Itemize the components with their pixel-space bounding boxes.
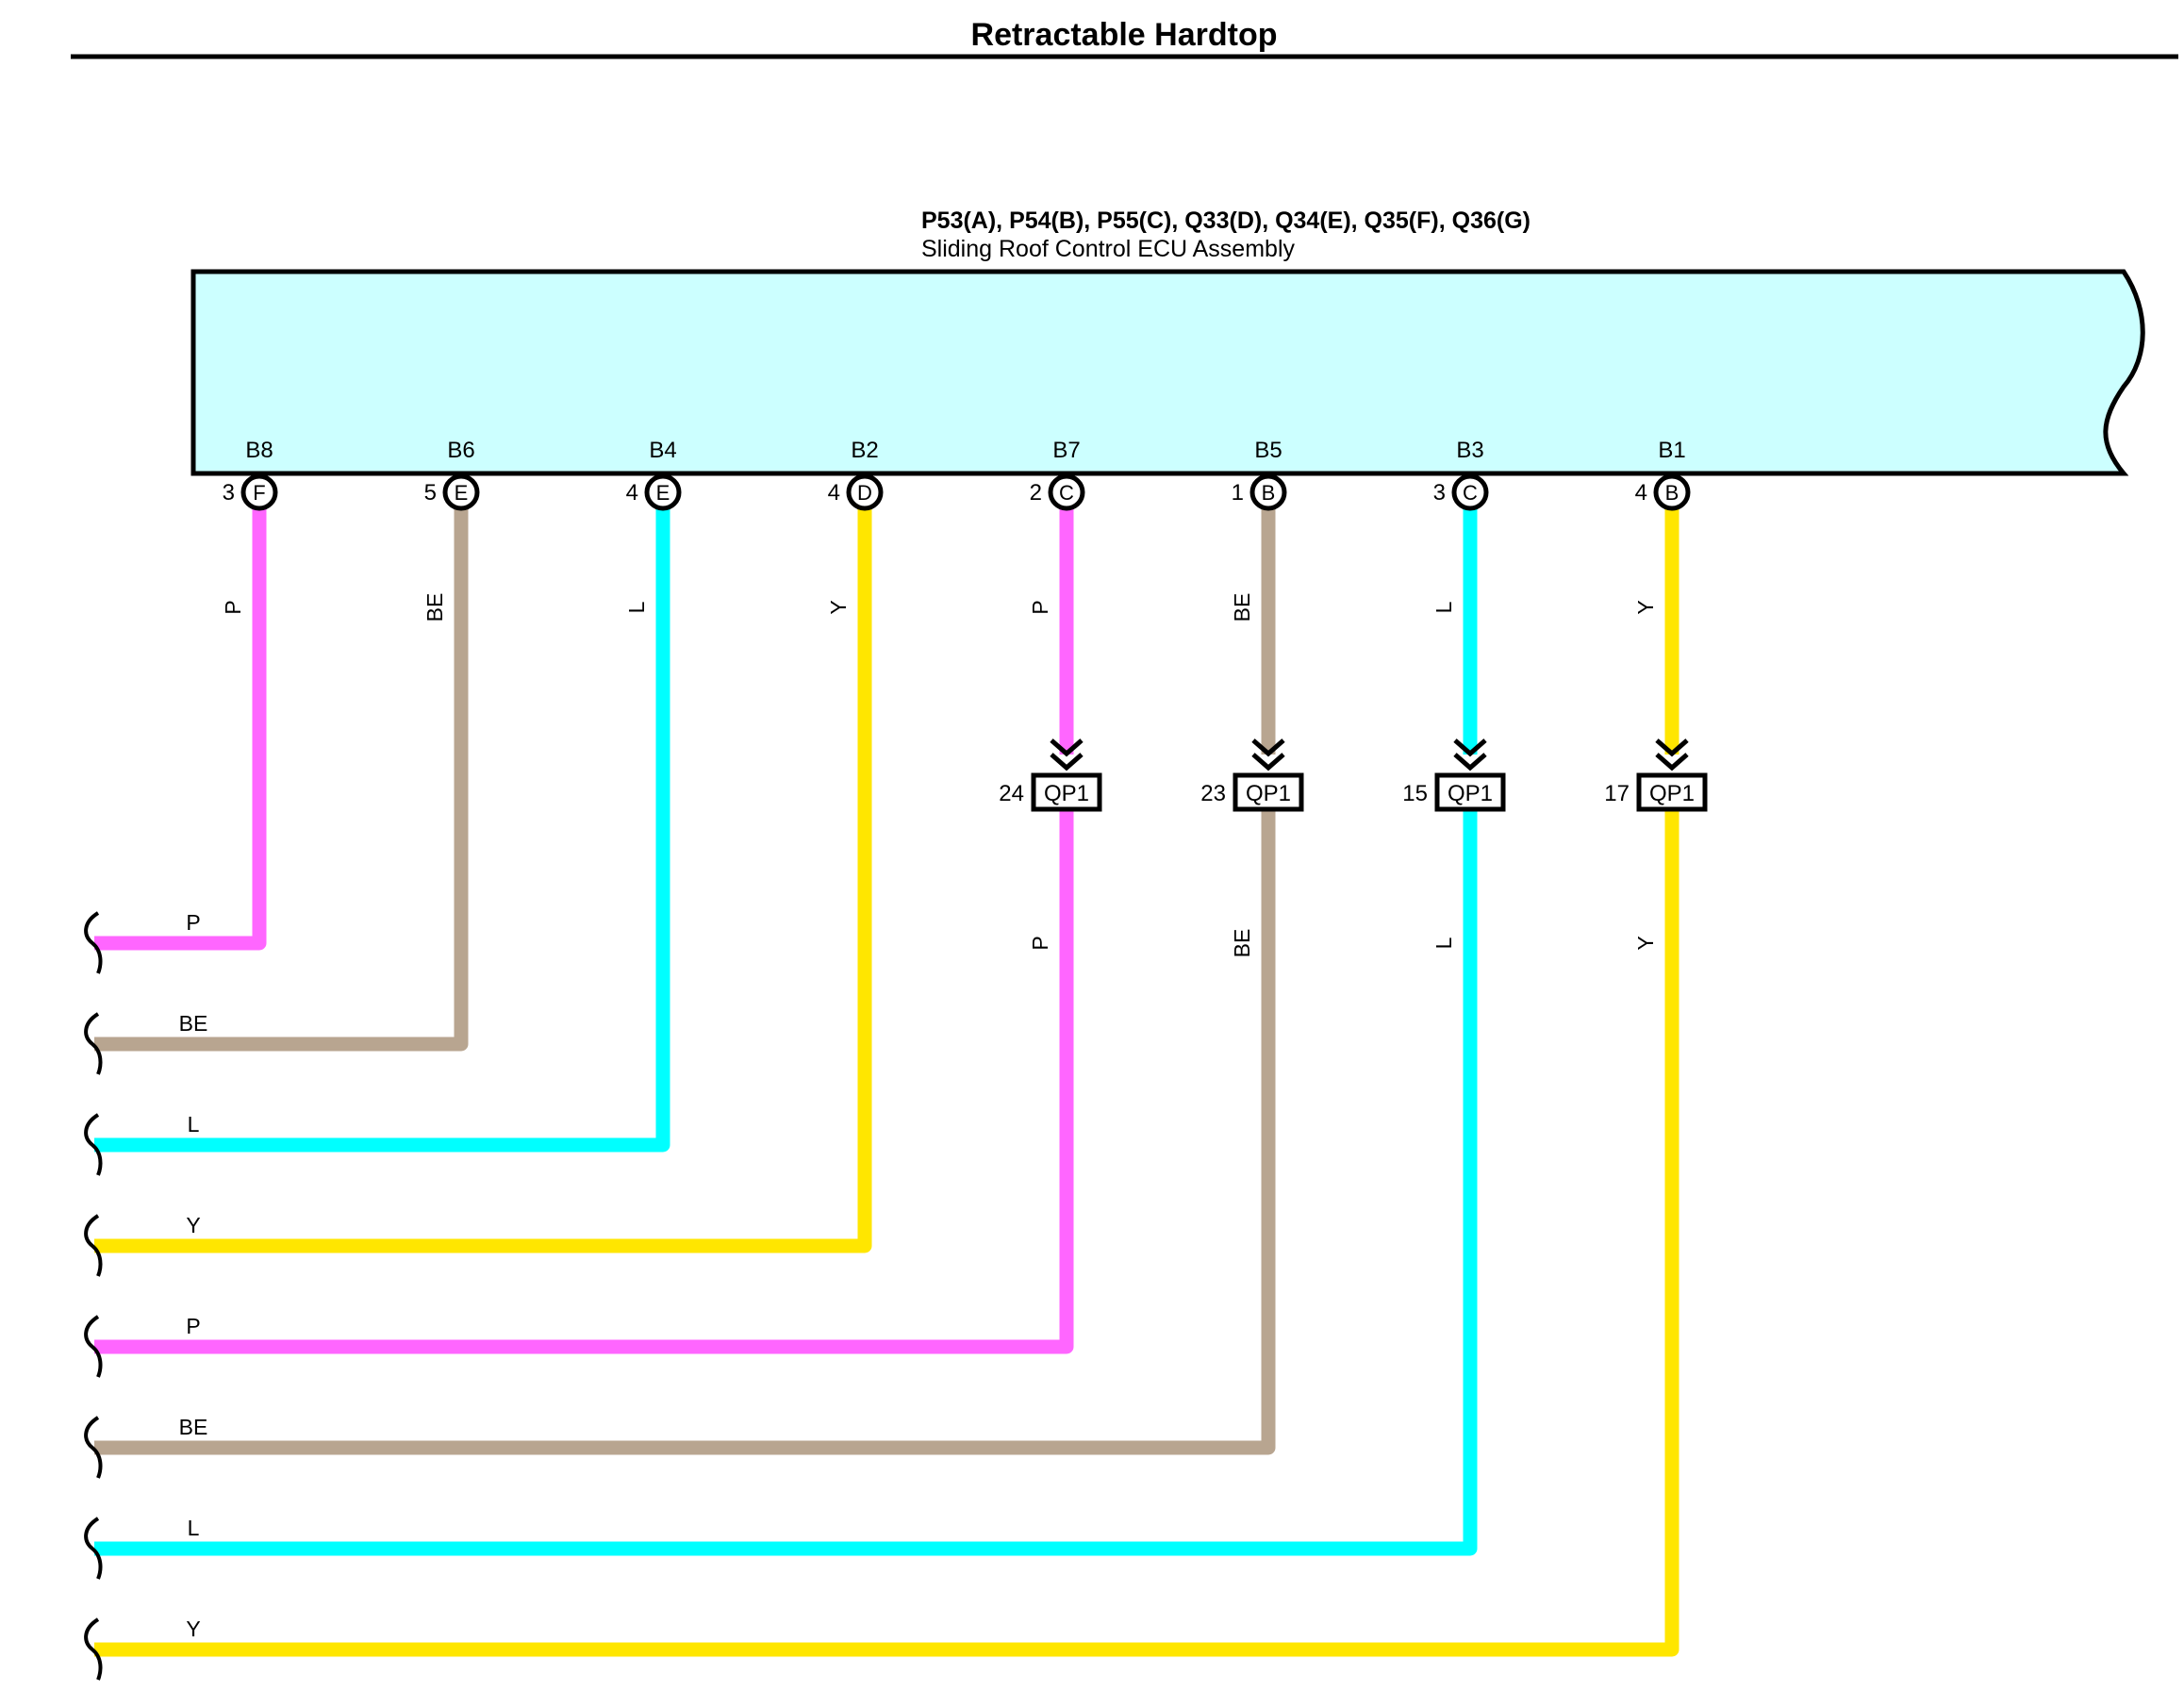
pin-number: 2	[1030, 480, 1042, 506]
connector-chevron	[1655, 753, 1689, 771]
pin-connector-letter: D	[857, 481, 872, 505]
inline-connector-name: QP1	[1044, 781, 1089, 806]
connector-chevron	[1453, 753, 1487, 771]
inline-connector-box	[1636, 772, 1708, 812]
connector-chevron	[1050, 753, 1084, 771]
pin-label: B7	[1052, 438, 1080, 463]
wire-end-label: BE	[179, 1011, 208, 1036]
pin-label: B2	[851, 438, 878, 463]
wire-break-mark	[84, 1113, 103, 1176]
connectors-layer: QP1 24 QP1 23 QP1 15 QP1 17	[999, 738, 1708, 812]
wire-color-label: P	[1028, 936, 1052, 950]
wire-segment	[94, 509, 469, 1052]
diagram-title: Retractable Hardtop	[971, 17, 1278, 53]
pin-number: 4	[626, 480, 638, 506]
pin-terminal	[846, 473, 884, 511]
wire-segment	[94, 509, 670, 1153]
wire-ends-layer: P BE L Y P BE L Y	[84, 910, 208, 1681]
pin-connector-letter: B	[1665, 481, 1679, 505]
pin-connector-letter: B	[1262, 481, 1276, 505]
wire-color-label: Y	[1633, 936, 1658, 950]
wire-break-mark	[84, 911, 103, 974]
pin-terminal	[1653, 473, 1691, 511]
pin-terminal	[644, 473, 682, 511]
wire-color-label: BE	[1230, 593, 1254, 622]
pin-label: B6	[447, 438, 474, 463]
wire-end-label: L	[188, 1516, 200, 1540]
wire-break-mark	[84, 1517, 103, 1580]
wire-break-mark	[84, 1617, 103, 1681]
wire-end-label: P	[186, 910, 200, 935]
pin-connector-letter: C	[1059, 481, 1074, 505]
inline-connector-pin: 23	[1200, 781, 1226, 806]
wire-color-label: P	[1028, 600, 1052, 614]
inline-connector-name: QP1	[1649, 781, 1695, 806]
wire-segment	[94, 509, 267, 951]
connector-chevron	[1251, 738, 1285, 757]
pin-connector-letter: E	[656, 481, 670, 505]
wire-color-label: L	[1431, 937, 1456, 949]
connector-chevron	[1251, 753, 1285, 771]
ecu-name: Sliding Roof Control ECU Assembly	[921, 236, 1295, 262]
inline-connector-name: QP1	[1448, 781, 1493, 806]
connector-chevron	[1050, 738, 1084, 757]
wire-color-label: BE	[422, 593, 447, 622]
wire-break-mark	[84, 1416, 103, 1479]
wires-layer: P BE L Y P P BE BE L L Y Y	[94, 509, 1679, 1657]
pin-terminal	[442, 473, 480, 511]
pin-connector-letter: F	[253, 481, 265, 505]
pin-number: 3	[1433, 480, 1446, 506]
inline-connector-box	[1031, 772, 1102, 812]
inline-connector-pin: 15	[1402, 781, 1428, 806]
wire-end-label: Y	[186, 1213, 200, 1237]
connector-chevron	[1453, 738, 1487, 757]
pin-label: B3	[1456, 438, 1483, 463]
inline-connector-pin: 17	[1604, 781, 1630, 806]
wire-break-mark	[84, 1315, 103, 1378]
pin-connector-letter: E	[455, 481, 469, 505]
wire-segment	[94, 809, 1679, 1657]
wire-break-mark	[84, 1012, 103, 1075]
wire-end-label: BE	[179, 1415, 208, 1439]
inline-connector-box	[1233, 772, 1304, 812]
wire-break-mark	[84, 1214, 103, 1277]
wire-color-label: P	[221, 600, 245, 614]
wire-color-label: Y	[826, 600, 851, 614]
wire-color-label: L	[624, 601, 649, 613]
pin-terminal	[1451, 473, 1489, 511]
ecu-box	[190, 269, 2145, 476]
wire-color-label: L	[1431, 601, 1456, 613]
pin-label: B1	[1658, 438, 1685, 463]
pin-terminal	[1048, 473, 1085, 511]
wire-segment	[94, 809, 1074, 1354]
inline-connector-pin: 24	[999, 781, 1024, 806]
pin-number: 3	[223, 480, 235, 506]
wire-color-label: BE	[1230, 929, 1254, 958]
pin-connector-letter: C	[1463, 481, 1478, 505]
pin-number: 1	[1232, 480, 1244, 506]
wire-segment	[94, 509, 872, 1253]
inline-connector-name: QP1	[1246, 781, 1291, 806]
inline-connector-box	[1434, 772, 1506, 812]
wire-color-label: Y	[1633, 600, 1658, 614]
pin-label: B4	[649, 438, 676, 463]
wire-segment	[94, 809, 1276, 1455]
pin-label: B8	[245, 438, 273, 463]
pin-number: 4	[1635, 480, 1647, 506]
pin-number: 5	[424, 480, 437, 506]
wire-end-label: L	[188, 1112, 200, 1136]
pin-terminal	[1249, 473, 1287, 511]
pin-number: 4	[828, 480, 840, 506]
pin-label: B5	[1254, 438, 1282, 463]
pin-terminal	[240, 473, 278, 511]
wire-segment	[94, 809, 1478, 1556]
ecu-connector-codes: P53(A), P54(B), P55(C), Q33(D), Q34(E), …	[921, 207, 1530, 234]
wire-end-label: Y	[186, 1617, 200, 1641]
wire-end-label: P	[186, 1314, 200, 1338]
connector-chevron	[1655, 738, 1689, 757]
